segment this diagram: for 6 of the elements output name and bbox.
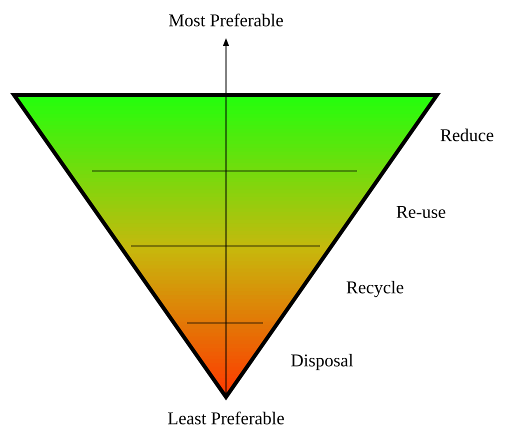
level-label: Disposal: [291, 354, 354, 370]
axis-label: Least Preferable: [168, 412, 284, 424]
level-label: Reduce: [440, 128, 494, 142]
axis-label: Most Preferable: [169, 14, 283, 26]
level-label: Recycle: [346, 280, 404, 298]
level-label: Re-use: [396, 206, 446, 218]
